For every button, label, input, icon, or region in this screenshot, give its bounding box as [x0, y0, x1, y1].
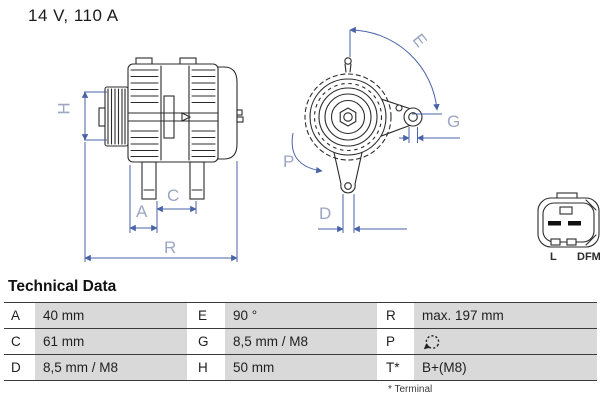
- cell-value-a: 40 mm: [35, 303, 187, 328]
- connector-pin-label-l: L: [550, 251, 557, 263]
- alternator-front-view: [304, 57, 423, 194]
- dim-label-p: P: [283, 152, 295, 171]
- cell-key-c: C: [4, 329, 35, 354]
- cell-value-c: 61 mm: [35, 329, 187, 354]
- alternator-side-view: [98, 57, 244, 200]
- dim-label-r: R: [164, 238, 177, 257]
- dim-label-a: A: [136, 202, 148, 221]
- dim-label-h: H: [54, 102, 74, 115]
- cell-key-t: T*: [377, 355, 414, 380]
- technical-data-heading: Technical Data: [8, 278, 117, 295]
- side-view-dimension-lines: [81, 91, 238, 262]
- cell-key-e: E: [187, 303, 225, 328]
- cell-value-g: 8,5 mm / M8: [225, 329, 377, 354]
- cell-key-a: A: [4, 303, 35, 328]
- cell-value-e: 90 °: [225, 303, 377, 328]
- dim-label-c: C: [167, 186, 180, 205]
- cell-value-t: B+(M8): [414, 355, 597, 380]
- table-row: D 8,5 mm / M8 H 50 mm T* B+(M8): [4, 354, 597, 380]
- alternator-technical-drawing: [81, 26, 600, 262]
- table-row: A 40 mm E 90 ° R max. 197 mm: [4, 302, 597, 328]
- cell-key-d: D: [4, 355, 35, 380]
- cell-value-p: [414, 329, 597, 354]
- front-view-dimension-lines: [291, 26, 460, 233]
- table-row: C 61 mm G 8,5 mm / M8 P: [4, 328, 597, 354]
- technical-data-section: Technical Data A 40 mm E 90 ° R max. 197…: [4, 278, 597, 395]
- technical-data-table: A 40 mm E 90 ° R max. 197 mm C 61 mm G 8…: [4, 302, 597, 381]
- cell-value-r: max. 197 mm: [414, 303, 597, 328]
- dim-label-g: G: [447, 112, 461, 131]
- rotation-direction-icon: [423, 334, 440, 349]
- product-spec-title: 14 V, 110 A: [28, 6, 119, 25]
- connector-pin-label-dfm: DFM: [577, 251, 600, 263]
- cell-value-h: 50 mm: [225, 355, 377, 380]
- cell-key-r: R: [377, 303, 414, 328]
- cell-key-g: G: [187, 329, 225, 354]
- cell-key-h: H: [187, 355, 225, 380]
- connector-detail: [537, 192, 600, 248]
- cell-value-d: 8,5 mm / M8: [35, 355, 187, 380]
- dim-label-d: D: [319, 204, 332, 223]
- cell-key-p: P: [377, 329, 414, 354]
- terminal-footnote: * Terminal: [388, 384, 433, 395]
